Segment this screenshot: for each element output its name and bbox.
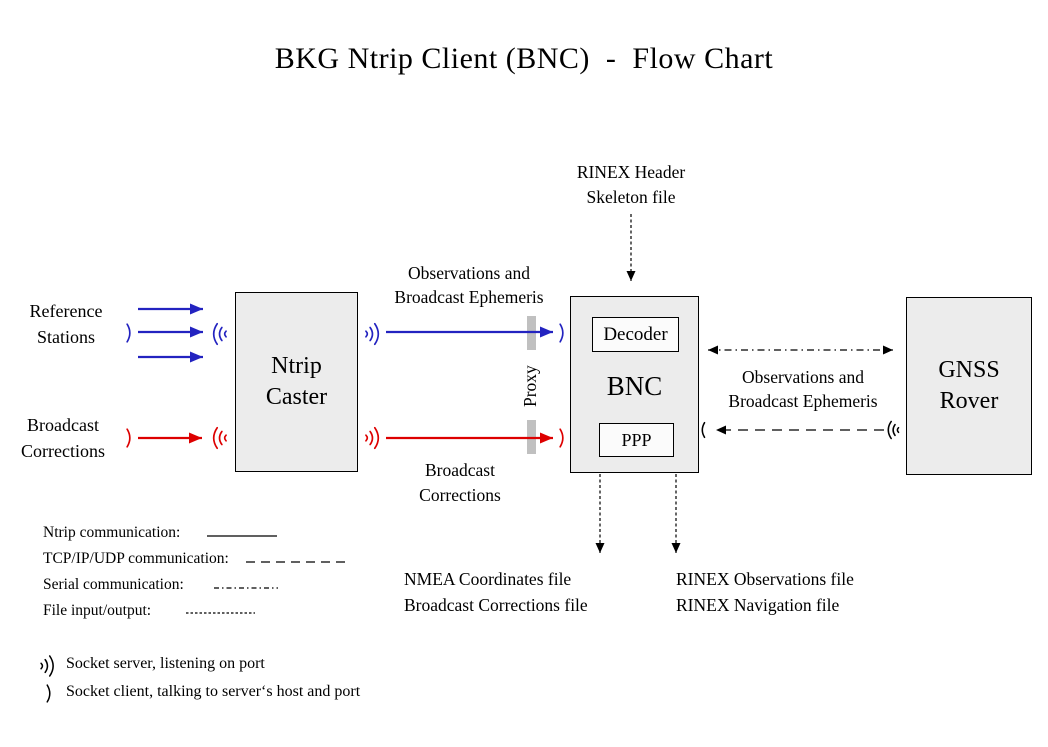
node-ntrip-caster: Ntrip Caster (235, 292, 358, 472)
proxy-bar-top (527, 316, 536, 350)
node-bnc: Decoder BNC PPP (570, 296, 699, 473)
node-gnss-rover: GNSS Rover (906, 297, 1032, 475)
socket-client-icon (124, 426, 134, 450)
label-rinex-output-line1: RINEX Observations file (676, 569, 854, 589)
socket-client-icon (124, 321, 134, 345)
label-observations-ephemeris-mid: Observations and Broadcast Ephemeris (377, 261, 561, 309)
label-nmea-output-line1: NMEA Coordinates file (404, 569, 572, 589)
label-observations-ephemeris-mid-line1: Observations and (408, 263, 530, 283)
socket-client-icon (44, 682, 54, 705)
proxy-label: Proxy (520, 365, 540, 407)
node-ntrip-caster-label-line2: Caster (265, 384, 328, 410)
label-observations-ephemeris-mid-line2: Broadcast Ephemeris (394, 287, 544, 307)
label-rinex-header-skeleton-line2: Skeleton file (586, 187, 676, 207)
page-title: BKG Ntrip Client (BNC) - Flow Chart (274, 42, 774, 75)
label-reference-stations-line2: Stations (36, 327, 95, 347)
legend-ntrip-label: Ntrip communication: (43, 524, 181, 541)
label-reference-stations: Reference Stations (6, 298, 126, 350)
label-broadcast-corrections-mid-line1: Broadcast (425, 460, 495, 480)
legend-socket-client-label: Socket client, talking to server‘s host … (66, 683, 361, 700)
label-rinex-output-line2: RINEX Navigation file (676, 594, 840, 615)
socket-client-icon (699, 420, 707, 440)
label-broadcast-corrections-input: Broadcast Corrections (0, 412, 126, 464)
socket-client-icon (557, 321, 567, 345)
node-gnss-rover-label-line2: Rover (939, 388, 999, 414)
node-bnc-ppp: PPP (599, 423, 674, 457)
label-broadcast-corrections-mid-line2: Corrections (419, 485, 501, 505)
label-reference-stations-line1: Reference (29, 301, 103, 321)
label-observations-ephemeris-right: Observations and Broadcast Ephemeris (703, 365, 903, 413)
node-ntrip-caster-label-line1: Ntrip (271, 353, 322, 379)
label-observations-ephemeris-right-line2: Broadcast Ephemeris (728, 391, 878, 411)
label-broadcast-corrections-input-line1: Broadcast (27, 415, 99, 435)
legend-tcp-label: TCP/IP/UDP communication: (43, 550, 229, 567)
node-bnc-decoder: Decoder (592, 317, 679, 352)
node-bnc-label: BNC (606, 371, 663, 401)
socket-server-icon (361, 424, 383, 452)
socket-server-icon (37, 652, 57, 680)
label-nmea-output-line2: Broadcast Corrections file (404, 594, 588, 615)
label-broadcast-corrections-mid: Broadcast Corrections (399, 458, 521, 508)
node-bnc-decoder-label: Decoder (603, 323, 668, 345)
proxy-bar-bottom (527, 420, 536, 454)
socket-server-icon (885, 418, 902, 442)
label-observations-ephemeris-right-line1: Observations and (742, 367, 864, 387)
label-nmea-output-files: NMEA Coordinates file Broadcast Correcti… (404, 567, 588, 618)
label-rinex-header-skeleton: RINEX Header Skeleton file (531, 160, 731, 210)
socket-client-icon (557, 426, 567, 450)
legend-serial-label: Serial communication: (43, 576, 184, 593)
label-rinex-header-skeleton-line1: RINEX Header (576, 162, 686, 182)
socket-server-icon (209, 424, 231, 452)
legend-socket-server-label: Socket server, listening on port (66, 655, 265, 672)
node-bnc-ppp-label: PPP (621, 429, 652, 450)
socket-server-icon (361, 320, 383, 348)
legend-file-label: File input/output: (43, 602, 152, 619)
node-gnss-rover-label-line1: GNSS (938, 357, 1000, 383)
label-broadcast-corrections-input-line2: Corrections (21, 441, 105, 461)
label-rinex-output-files: RINEX Observations file RINEX Navigation… (676, 567, 854, 618)
socket-server-icon (209, 320, 231, 348)
